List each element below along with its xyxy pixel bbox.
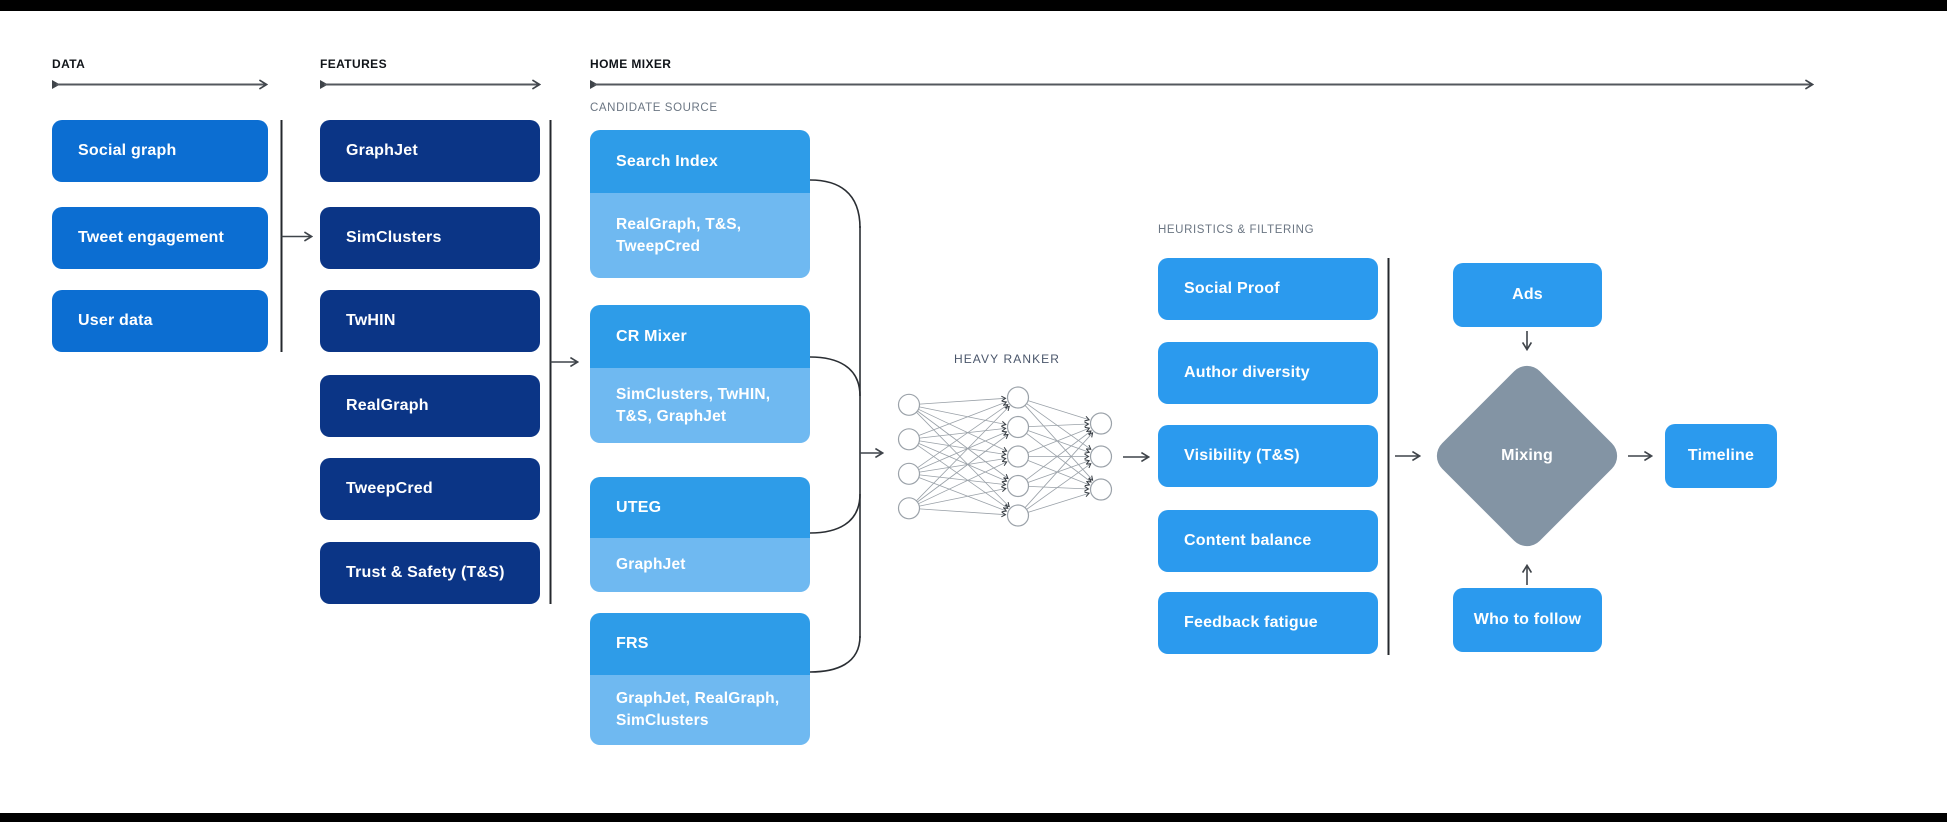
heuristic-box-label: Content balance (1184, 532, 1312, 549)
features-section-label: FEATURES (320, 57, 387, 71)
data-box-user-data: User data (52, 290, 268, 352)
candidate-group-uteg: UTEG GraphJet (590, 477, 810, 592)
candidate-sub-line: SimClusters, TwHIN, (616, 385, 771, 403)
candidate-title: Search Index (616, 152, 719, 170)
mixing-diamond-label: Mixing (1458, 387, 1596, 525)
feature-box-twhin: TwHIN (320, 290, 540, 352)
candidate-subsources: GraphJet (590, 538, 810, 592)
data-section-label: DATA (52, 57, 86, 71)
candidate-group-frs: FRS GraphJet, RealGraph, SimClusters (590, 613, 810, 745)
home-mixer-section-label: HOME MIXER (590, 57, 672, 71)
data-box-social-graph: Social graph (52, 120, 268, 182)
heuristic-box-label: Author diversity (1184, 364, 1310, 381)
top-frame-bar (0, 0, 1947, 11)
feature-box-graphjet: GraphJet (320, 120, 540, 182)
mixing-label-text: Mixing (1501, 447, 1553, 464)
bottom-frame-bar (0, 813, 1947, 822)
candidate-title: CR Mixer (616, 327, 687, 345)
heuristics-filtering-label: HEURISTICS & FILTERING (1158, 224, 1315, 236)
candidate-header: CR Mixer (590, 305, 810, 368)
heuristic-box-content-balance: Content balance (1158, 510, 1378, 572)
heuristics-to-mixing-connector (1387, 258, 1422, 655)
heuristic-box-label: Feedback fatigue (1184, 614, 1318, 631)
heuristic-box-label: Visibility (T&S) (1184, 447, 1300, 464)
feature-box-simclusters: SimClusters (320, 207, 540, 269)
features-to-candidates-connector (549, 120, 580, 604)
heuristic-box-social-proof: Social Proof (1158, 258, 1378, 320)
home-mixer-section-arrow (590, 79, 1815, 90)
candidate-subsources: RealGraph, T&S, TweepCred (590, 193, 810, 278)
ads-box: Ads (1453, 263, 1602, 327)
ads-box-label: Ads (1512, 286, 1543, 303)
data-box-tweet-engagement: Tweet engagement (52, 207, 268, 269)
candidate-subsources: GraphJet, RealGraph, SimClusters (590, 675, 810, 745)
candidate-sub-line: SimClusters (616, 712, 709, 729)
feature-box-label: Trust & Safety (T&S) (346, 564, 505, 581)
timeline-box-label: Timeline (1687, 447, 1755, 464)
data-box-label: Social graph (78, 142, 177, 159)
who-to-follow-box: Who to follow (1453, 588, 1602, 652)
heuristic-box-label: Social Proof (1184, 280, 1280, 297)
candidate-sub-line: RealGraph, T&S, (616, 215, 742, 233)
features-section-arrow (320, 79, 542, 90)
candidate-sub-line: GraphJet, RealGraph, (616, 690, 780, 707)
timeline-box: Timeline (1665, 424, 1777, 488)
heuristic-box-feedback-fatigue: Feedback fatigue (1158, 592, 1378, 654)
feature-box-label: GraphJet (346, 142, 418, 159)
candidate-source-label: CANDIDATE SOURCE (590, 102, 718, 114)
candidate-header: Search Index (590, 130, 810, 193)
heavy-ranker-network (897, 386, 1113, 527)
candidate-header: FRS (590, 613, 810, 675)
candidate-sub-line: TweepCred (616, 237, 701, 255)
feature-box-trust-safety: Trust & Safety (T&S) (320, 542, 540, 604)
data-box-label: User data (78, 312, 153, 329)
candidates-merge-connector (809, 179, 885, 673)
feature-box-label: TweepCred (346, 480, 433, 497)
candidate-group-cr-mixer: CR Mixer SimClusters, TwHIN, T&S, GraphJ… (590, 305, 810, 443)
data-section-arrow (52, 79, 269, 90)
heavy-ranker-label: HEAVY RANKER (953, 352, 1061, 366)
feature-box-tweepcred: TweepCred (320, 458, 540, 520)
heuristic-box-visibility: Visibility (T&S) (1158, 425, 1378, 487)
feature-box-label: SimClusters (346, 229, 442, 246)
heuristic-box-author-diversity: Author diversity (1158, 342, 1378, 404)
candidate-title: UTEG (616, 498, 662, 516)
candidate-title: FRS (616, 635, 649, 652)
candidate-header: UTEG (590, 477, 810, 538)
candidate-group-search-index: Search Index RealGraph, T&S, TweepCred (590, 130, 810, 278)
data-box-label: Tweet engagement (78, 229, 225, 246)
feature-box-label: TwHIN (346, 312, 396, 329)
candidate-sub-line: T&S, GraphJet (616, 407, 727, 425)
data-to-features-connector (280, 120, 314, 352)
feature-box-realgraph: RealGraph (320, 375, 540, 437)
feature-box-label: RealGraph (346, 397, 429, 414)
who-to-follow-label: Who to follow (1473, 611, 1582, 628)
candidate-sub-line: GraphJet (616, 556, 686, 573)
candidate-subsources: SimClusters, TwHIN, T&S, GraphJet (590, 368, 810, 443)
